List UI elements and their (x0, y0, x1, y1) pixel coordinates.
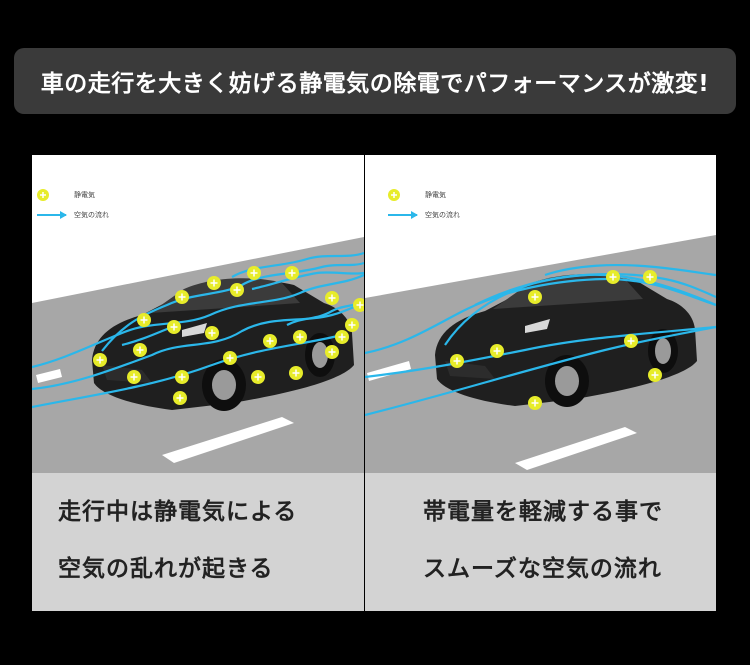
legend: 静電気 空気の流れ (36, 185, 109, 225)
legend-airflow: 空気の流れ (387, 205, 460, 225)
panel-turbulent-airflow: 静電気 空気の流れ 走行中は静電気による 空気の乱れが起きる (32, 155, 364, 611)
car-illustration (435, 274, 697, 407)
car-illustration (92, 278, 354, 411)
caption-box: 帯電量を軽減する事で スムーズな空気の流れ (365, 473, 716, 611)
static-charge-icon (388, 189, 400, 201)
turbulent-airflow-illustration (32, 155, 364, 473)
legend: 静電気 空気の流れ (387, 185, 460, 225)
legend-static-label: 静電気 (425, 190, 446, 199)
caption-line-2: 空気の乱れが起きる (58, 556, 274, 582)
header-banner: 車の走行を大きく妨げる静電気の除電でパフォーマンスが激変! (14, 48, 736, 114)
panel-smooth-airflow: 静電気 空気の流れ 帯電量を軽減する事で スムーズな空気の流れ (365, 155, 716, 611)
caption-line-2: スムーズな空気の流れ (423, 556, 662, 582)
legend-airflow-label: 空気の流れ (425, 210, 460, 219)
caption-line-1: 帯電量を軽減する事で (423, 499, 663, 525)
legend-static: 静電気 (36, 185, 109, 205)
legend-airflow: 空気の流れ (36, 205, 109, 225)
caption-line-1: 走行中は静電気による (58, 499, 298, 525)
static-charge-icon (37, 189, 49, 201)
static-charges (450, 270, 662, 410)
caption-box: 走行中は静電気による 空気の乱れが起きる (32, 473, 364, 611)
static-charges (93, 266, 364, 405)
airflow-arrow-icon (37, 211, 67, 219)
legend-static-label: 静電気 (74, 190, 95, 199)
banner-title: 車の走行を大きく妨げる静電気の除電でパフォーマンスが激変! (40, 71, 710, 97)
legend-airflow-label: 空気の流れ (74, 210, 109, 219)
legend-static: 静電気 (387, 185, 460, 205)
smooth-airflow-illustration (365, 155, 716, 473)
airflow-lines (365, 264, 716, 417)
airflow-arrow-icon (388, 211, 418, 219)
